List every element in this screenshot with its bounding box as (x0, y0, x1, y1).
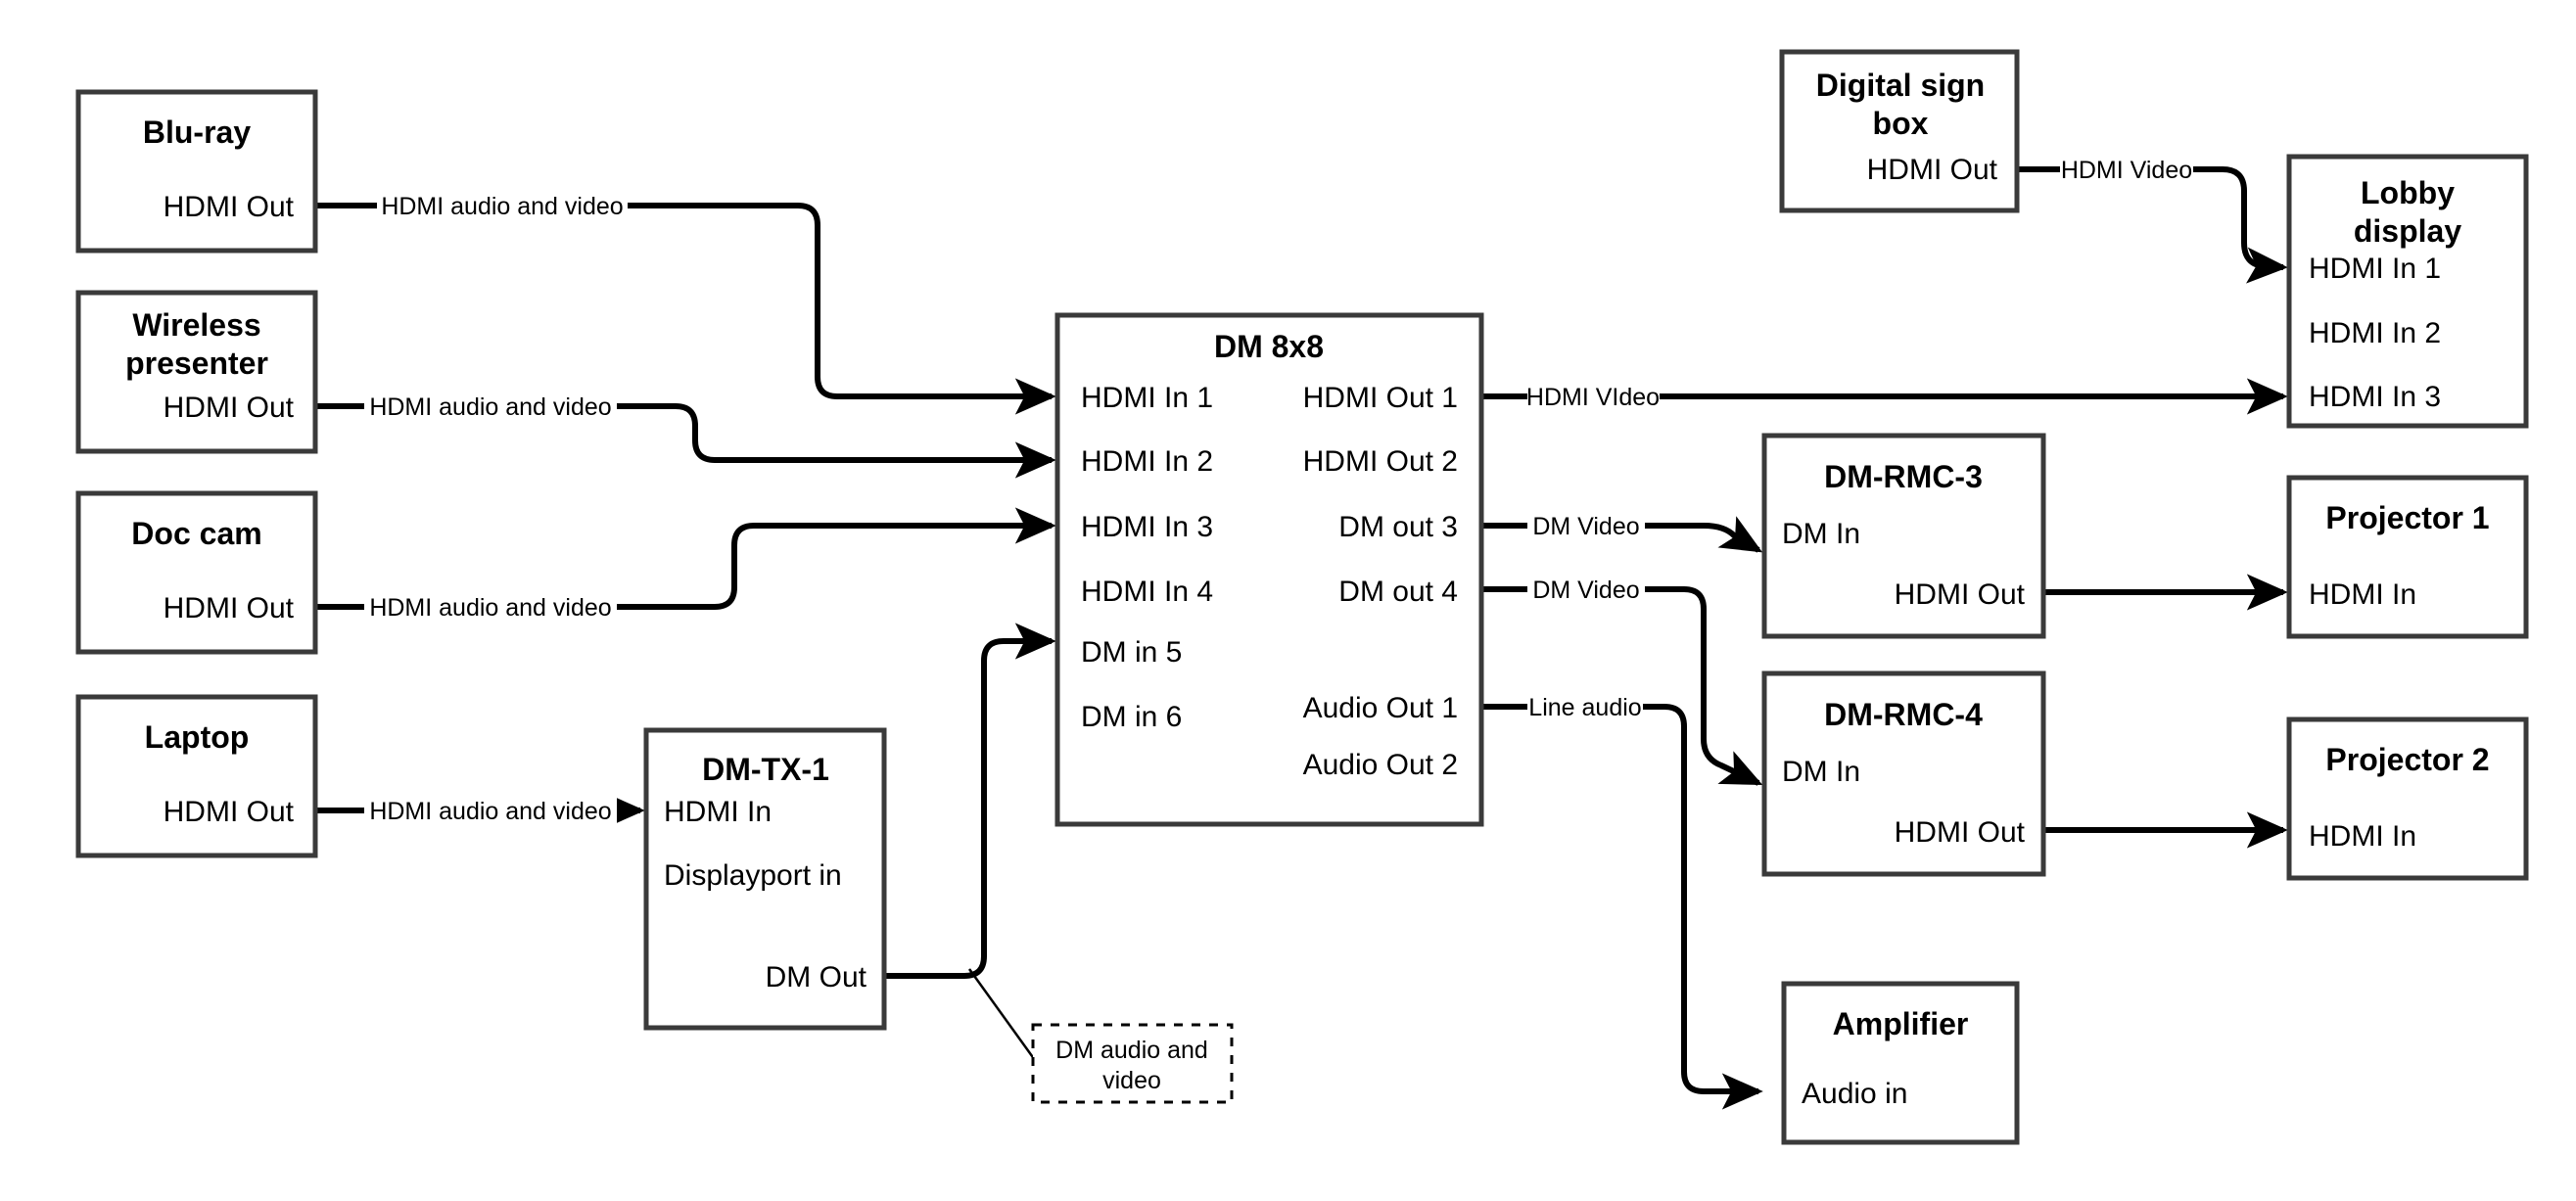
wireless-presenter-port-hdmi-out: HDMI Out (164, 392, 295, 424)
wireless-presenter-title-line1: Wireless (132, 307, 260, 343)
svg-text:HDMI audio and video: HDMI audio and video (369, 798, 611, 825)
device-dm-rmc-4[interactable]: DM-RMC-4 DM In HDMI Out (1761, 670, 2046, 877)
edge-label-sign-to-lobby: HDMI Video (2060, 150, 2193, 189)
dm-8x8-output-hdmi-out-2: HDMI Out 2 (1303, 445, 1458, 478)
dm-8x8-input-hdmi-in-3: HDMI In 3 (1081, 511, 1213, 543)
projector-2-port-hdmi-in: HDMI In (2309, 820, 2416, 853)
dm-rmc-4-port-hdmi-out: HDMI Out (1895, 816, 2026, 849)
device-projector-2[interactable]: Projector 2 HDMI In (2286, 716, 2529, 881)
dm-tx-1-title: DM-TX-1 (702, 752, 829, 787)
dm-rmc-3-title: DM-RMC-3 (1824, 459, 1983, 494)
edge-label-dm-audio1-to-amp: Line audio (1527, 687, 1643, 726)
dm-8x8-input-hdmi-in-4: HDMI In 4 (1081, 576, 1213, 608)
bluray-port-hdmi-out: HDMI Out (164, 191, 295, 223)
edge-label-wireless-to-dm: HDMI audio and video (364, 387, 617, 426)
wire-dm8x8-out3-to-rmc3 (1481, 516, 1763, 553)
digital-sign-box-title-line2: box (1873, 106, 1929, 141)
device-projector-1[interactable]: Projector 1 HDMI In (2286, 475, 2529, 639)
dm-8x8-output-audio-out-1: Audio Out 1 (1303, 692, 1458, 724)
svg-text:HDMI audio and video: HDMI audio and video (369, 393, 611, 421)
laptop-port-hdmi-out: HDMI Out (164, 796, 295, 828)
edge-label-doccam-to-dm: HDMI audio and video (364, 587, 617, 626)
amplifier-title: Amplifier (1833, 1006, 1969, 1041)
callout-note-line1: DM audio and (1055, 1037, 1208, 1064)
callout-note-dm-audio-video: DM audio and video (1031, 1023, 1234, 1104)
dm-8x8-output-dm-out-4: DM out 4 (1338, 576, 1458, 608)
lobby-display-input-hdmi-in-3: HDMI In 3 (2309, 381, 2441, 413)
svg-text:HDMI audio and video: HDMI audio and video (381, 193, 623, 220)
svg-text:HDMI VIdeo: HDMI VIdeo (1526, 384, 1660, 411)
svg-text:HDMI Video: HDMI Video (2061, 157, 2192, 184)
wire-dm8x8-out4-to-rmc4 (1481, 586, 1763, 786)
wire-bluray-to-dm8x8 (315, 203, 1056, 415)
lobby-display-input-hdmi-in-2: HDMI In 2 (2309, 317, 2441, 349)
dm-tx-1-port-hdmi-in: HDMI In (664, 796, 772, 828)
laptop-title: Laptop (145, 719, 250, 755)
dm-rmc-4-title: DM-RMC-4 (1824, 697, 1983, 732)
device-doc-cam[interactable]: Doc cam HDMI Out (75, 490, 318, 655)
dm-rmc-3-port-hdmi-out: HDMI Out (1895, 578, 2026, 611)
wire-dmtx1-to-dm8x8 (884, 623, 1056, 979)
dm-8x8-input-dm-in-5: DM in 5 (1081, 636, 1182, 669)
projector-1-port-hdmi-in: HDMI In (2309, 578, 2416, 611)
doc-cam-port-hdmi-out: HDMI Out (164, 592, 295, 624)
device-bluray[interactable]: Blu-ray HDMI Out (75, 89, 318, 254)
lobby-display-title-line1: Lobby (2361, 175, 2455, 210)
bluray-title: Blu-ray (143, 115, 251, 150)
amplifier-port-audio-in: Audio in (1802, 1078, 1907, 1110)
device-dm-8x8[interactable]: DM 8x8 HDMI In 1 HDMI In 2 HDMI In 3 HDM… (1054, 312, 1484, 827)
dm-tx-1-port-displayport-in: Displayport in (664, 859, 842, 892)
edge-label-laptop-to-tx: HDMI audio and video (364, 791, 617, 830)
device-lobby-display[interactable]: Lobby display HDMI In 1 HDMI In 2 HDMI I… (2286, 154, 2529, 429)
dm-8x8-input-hdmi-in-2: HDMI In 2 (1081, 445, 1213, 478)
edge-label-dm-out4-to-rmc4: DM Video (1527, 570, 1645, 609)
wireless-presenter-title-line2: presenter (125, 346, 268, 381)
digital-sign-box-port-hdmi-out: HDMI Out (1867, 154, 1998, 186)
device-dm-rmc-3[interactable]: DM-RMC-3 DM In HDMI Out (1761, 433, 2046, 639)
edge-label-bluray-to-dm: HDMI audio and video (377, 186, 628, 225)
wire-dm8x8-audio1-to-amplifier (1481, 704, 1763, 1110)
callout-note-line2: video (1102, 1067, 1161, 1094)
edge-label-dm-out3-to-rmc3: DM Video (1527, 506, 1645, 545)
lobby-display-input-hdmi-in-1: HDMI In 1 (2309, 253, 2441, 285)
lobby-display-title-line2: display (2354, 213, 2461, 249)
dm-tx-1-port-dm-out: DM Out (766, 961, 867, 993)
dm-8x8-input-dm-in-6: DM in 6 (1081, 701, 1182, 733)
svg-text:Line audio: Line audio (1528, 694, 1641, 721)
wire-wireless-to-dm8x8 (315, 403, 1056, 479)
wire-doccam-to-dm8x8 (315, 507, 1056, 610)
device-digital-sign-box[interactable]: Digital sign box HDMI Out (1779, 49, 2020, 213)
svg-text:DM Video: DM Video (1532, 513, 1639, 540)
dm-rmc-3-port-dm-in: DM In (1782, 518, 1860, 550)
digital-sign-box-title-line1: Digital sign (1816, 68, 1985, 103)
callout-leader-line (967, 968, 1042, 1068)
dm-8x8-output-audio-out-2: Audio Out 2 (1303, 749, 1458, 781)
wire-sign-to-lobby (2017, 166, 2288, 284)
edge-label-dm-out1-to-lobby: HDMI VIdeo (1526, 377, 1660, 416)
svg-text:DM Video: DM Video (1532, 577, 1639, 604)
doc-cam-title: Doc cam (131, 516, 261, 551)
device-amplifier[interactable]: Amplifier Audio in (1781, 981, 2020, 1145)
dm-8x8-output-dm-out-3: DM out 3 (1338, 511, 1458, 543)
device-dm-tx-1[interactable]: DM-TX-1 HDMI In Displayport in DM Out (643, 727, 887, 1031)
dm-8x8-output-hdmi-out-1: HDMI Out 1 (1303, 382, 1458, 414)
svg-text:HDMI audio and video: HDMI audio and video (369, 594, 611, 622)
dm-8x8-title: DM 8x8 (1214, 329, 1324, 364)
device-wireless-presenter[interactable]: Wireless presenter HDMI Out (75, 290, 318, 454)
dm-8x8-input-hdmi-in-1: HDMI In 1 (1081, 382, 1213, 414)
projector-1-title: Projector 1 (2325, 500, 2489, 535)
dm-rmc-4-port-dm-in: DM In (1782, 756, 1860, 788)
device-laptop[interactable]: Laptop HDMI Out (75, 694, 318, 858)
projector-2-title: Projector 2 (2325, 742, 2489, 777)
